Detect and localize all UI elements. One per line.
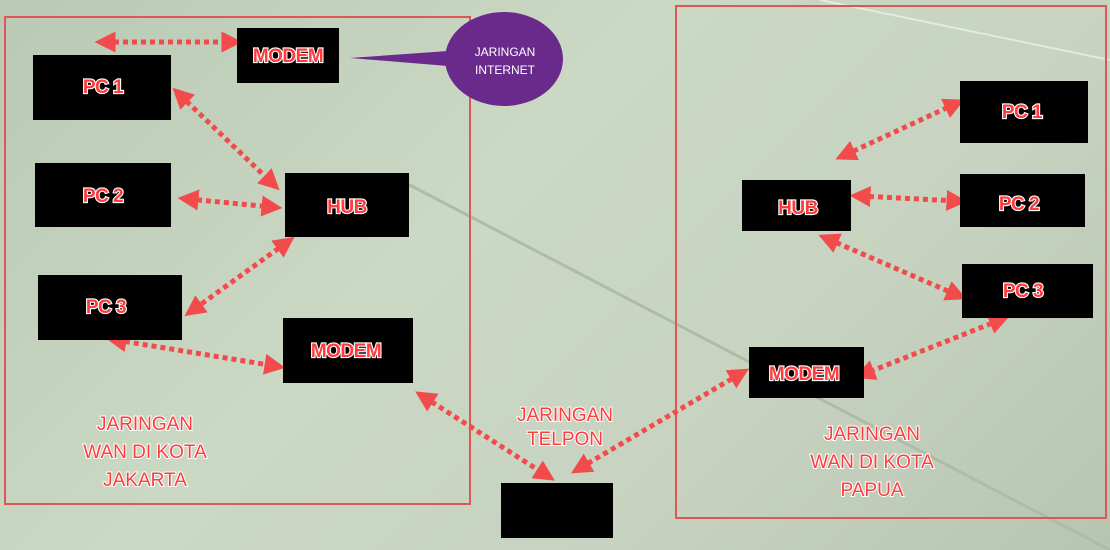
arrow-hub-pc2 — [849, 186, 968, 211]
arrow-hub-pc3 — [818, 233, 967, 301]
modem-label: MODEM — [311, 341, 381, 362]
pc1-label: PC 1 — [1002, 102, 1043, 123]
pc2-node-right: PC 2 — [960, 174, 1085, 227]
arrow-modem-telpon — [415, 391, 555, 481]
jakarta-label-line-2: WAN DI KOTA — [83, 442, 207, 463]
papua-network-frame — [675, 5, 1107, 519]
pc1-label: PC 1 — [83, 77, 124, 98]
papua-label-line-1: JARINGAN — [824, 424, 920, 445]
hub-label: HUB — [778, 198, 818, 219]
arrow-pc1-hub — [172, 87, 280, 191]
telephone-network-node — [501, 483, 613, 538]
jakarta-label-line-1: JARINGAN — [97, 414, 193, 435]
internet-speech-bubble: JARINGAN INTERNET — [350, 12, 563, 106]
papua-label-line-3: PAPUA — [840, 480, 903, 501]
pc3-node-left: PC 3 — [38, 275, 182, 340]
pc2-label: PC 2 — [83, 186, 123, 207]
modem-node-bottom-left: MODEM — [283, 318, 413, 383]
pc3-node-right: PC 3 — [962, 264, 1093, 318]
arrow-hub-pc3 — [184, 236, 295, 317]
background-streak — [819, 0, 1110, 61]
pc2-node-left: PC 2 — [35, 163, 171, 227]
internet-bubble-line-2: INTERNET — [475, 63, 536, 77]
pc2-label: PC 2 — [999, 194, 1039, 215]
modem-label: MODEM — [253, 46, 323, 67]
arrow-pc3-modem — [854, 314, 1010, 380]
pc3-label: PC 3 — [86, 297, 126, 318]
pc1-node-right: PC 1 — [960, 81, 1088, 143]
internet-bubble-line-1: JARINGAN — [475, 45, 536, 59]
pc1-node-left: PC 1 — [33, 55, 171, 120]
arrow-pc2-hub — [177, 189, 283, 217]
hub-node-left: HUB — [285, 173, 409, 237]
telephone-network-label-line-1: JARINGAN — [517, 405, 613, 426]
papua-label-line-2: WAN DI KOTA — [810, 452, 934, 473]
hub-label: HUB — [327, 197, 367, 218]
jakarta-network-frame — [4, 16, 471, 505]
jakarta-label-line-3: JAKARTA — [103, 470, 187, 491]
arrow-telpon-modem — [570, 368, 750, 474]
hub-node-right: HUB — [742, 180, 851, 231]
pc3-label: PC 3 — [1003, 281, 1043, 302]
arrow-pc3-modem — [105, 331, 286, 375]
arrow-hub-pc1 — [835, 98, 965, 161]
telephone-network-label-line-2: TELPON — [527, 429, 603, 450]
modem-node-top-left: MODEM — [237, 28, 339, 83]
modem-node-right: MODEM — [749, 347, 864, 398]
modem-label: MODEM — [769, 364, 839, 385]
